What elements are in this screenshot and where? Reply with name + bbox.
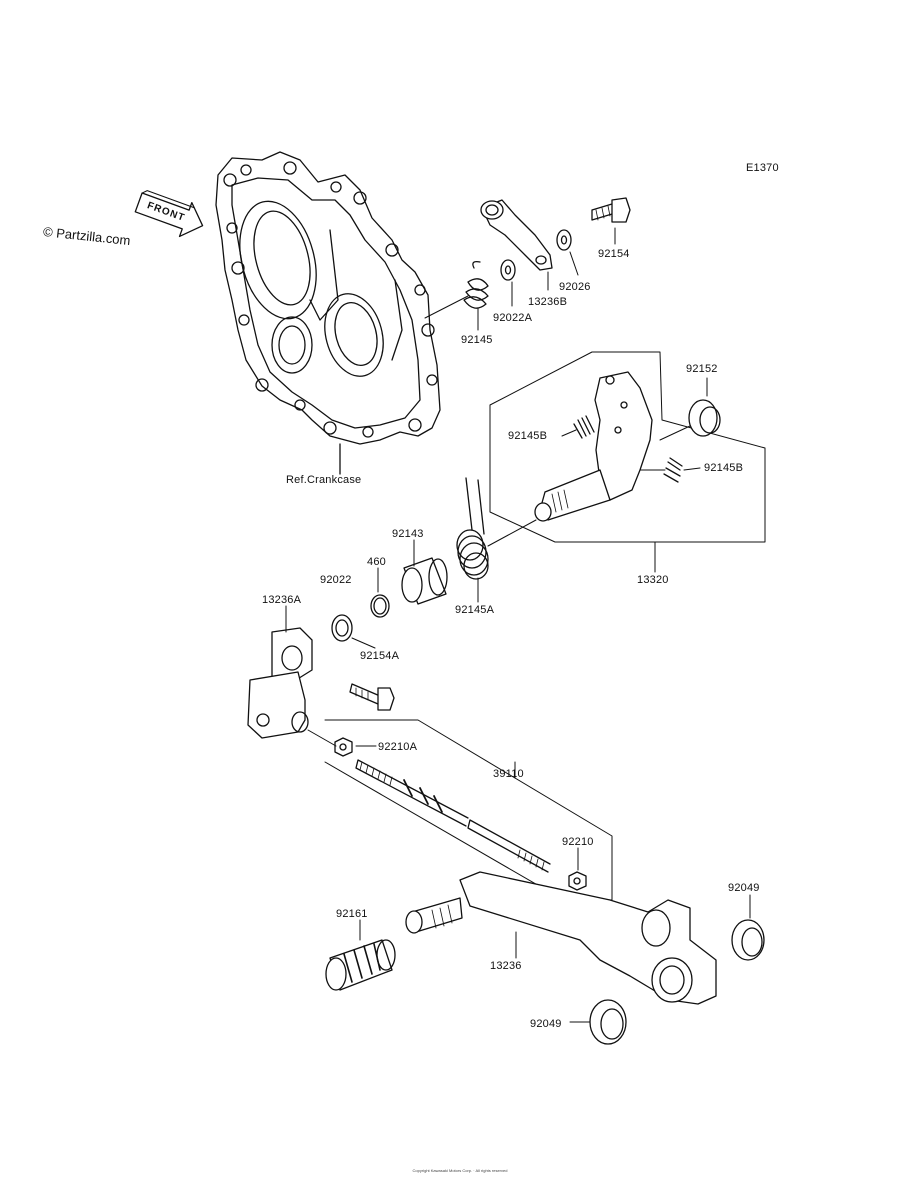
label-92145b-right: 92145B bbox=[704, 462, 744, 474]
washer-92154a bbox=[331, 614, 353, 642]
label-13236b: 13236B bbox=[528, 296, 568, 308]
shift-rod-39110 bbox=[355, 759, 551, 873]
shift-arm-13236a bbox=[247, 627, 313, 739]
seal-92049-bottom bbox=[589, 999, 627, 1045]
pedal-rubber-92161 bbox=[325, 939, 396, 991]
crankcase-cover bbox=[215, 151, 441, 445]
label-39110: 39110 bbox=[493, 768, 524, 780]
circlip-460 bbox=[370, 594, 390, 618]
nut-92210a bbox=[334, 737, 353, 757]
label-13236: 13236 bbox=[490, 960, 522, 972]
shift-shaft-13320 bbox=[534, 371, 653, 522]
pinch-bolt bbox=[349, 683, 395, 711]
crankcase-ref-label: Ref.Crankcase bbox=[286, 474, 362, 486]
label-13320: 13320 bbox=[637, 574, 669, 586]
footer-copyright: Copyright Kawasaki Motors Corp. · All ri… bbox=[412, 1168, 508, 1173]
pin-92145b-right bbox=[663, 457, 683, 483]
label-92154: 92154 bbox=[598, 248, 630, 260]
label-92152: 92152 bbox=[686, 363, 718, 375]
label-92143: 92143 bbox=[392, 528, 424, 540]
bolt-92154 bbox=[591, 197, 631, 223]
spring-92145 bbox=[463, 260, 489, 309]
label-92145b-left: 92145B bbox=[508, 430, 548, 442]
front-arrow-icon bbox=[134, 190, 204, 238]
label-92049-bottom: 92049 bbox=[530, 1018, 562, 1030]
label-92026: 92026 bbox=[559, 281, 591, 293]
shift-lever-13236 bbox=[459, 871, 717, 1005]
label-92210: 92210 bbox=[562, 836, 594, 848]
shift-arm-13236b bbox=[480, 199, 553, 271]
label-92022: 92022 bbox=[320, 574, 352, 586]
bushing-92152 bbox=[688, 399, 721, 437]
return-spring-92145a bbox=[456, 477, 489, 580]
seal-92049-top bbox=[731, 919, 765, 961]
bracket-39110 bbox=[324, 719, 613, 901]
nut-92210 bbox=[568, 871, 587, 891]
washer-92026 bbox=[556, 229, 572, 251]
label-92049-top: 92049 bbox=[728, 882, 760, 894]
label-460: 460 bbox=[367, 556, 386, 568]
label-13236a: 13236A bbox=[262, 594, 302, 606]
label-92022a: 92022A bbox=[493, 312, 533, 324]
label-92161: 92161 bbox=[336, 908, 368, 920]
label-92154a: 92154A bbox=[360, 650, 400, 662]
pedal-pin bbox=[405, 897, 463, 934]
label-92210a: 92210A bbox=[378, 741, 418, 753]
bracket-13320 bbox=[489, 351, 766, 543]
label-92145a: 92145A bbox=[455, 604, 495, 616]
diagram-code: E1370 bbox=[746, 162, 779, 174]
pin-92145b-left bbox=[573, 415, 595, 439]
label-92145: 92145 bbox=[461, 334, 493, 346]
collar-92143 bbox=[401, 557, 448, 605]
washer-92022a bbox=[500, 259, 516, 281]
